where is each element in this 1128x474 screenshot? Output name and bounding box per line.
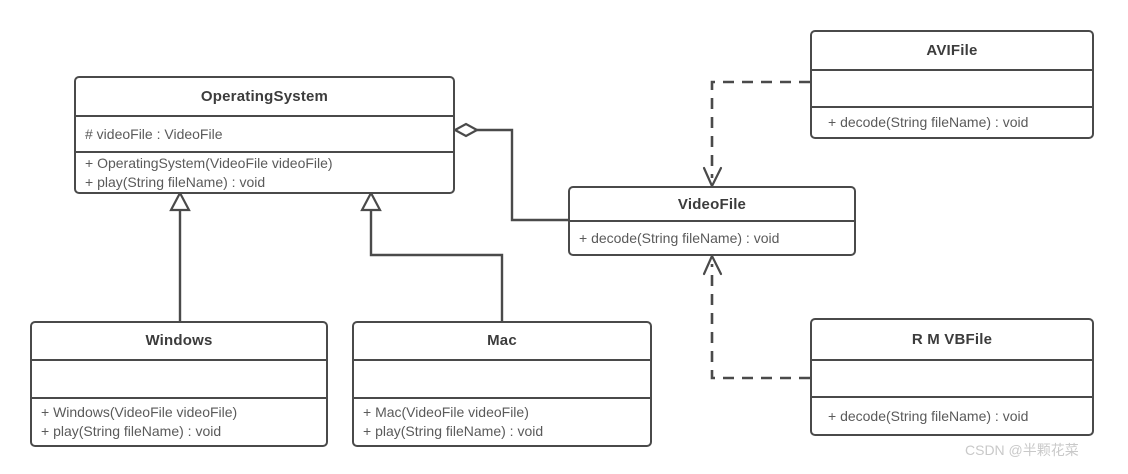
class-name-compartment: AVIFile	[812, 32, 1092, 69]
method-row: + decode(String fileName) : void	[828, 407, 1029, 424]
method-row: + Mac(VideoFile videoFile)	[363, 403, 529, 420]
connector-windows-extends-os	[169, 190, 191, 321]
class-name-compartment: Mac	[354, 323, 650, 359]
method-row: + play(String fileName) : void	[85, 173, 266, 190]
class-name-compartment: Windows	[32, 323, 326, 359]
class-attributes-compartment	[32, 358, 326, 397]
csdn-watermark: CSDN @半颗花菜	[965, 442, 1079, 458]
class-box-operating-system[interactable]: OperatingSystem # videoFile : VideoFile …	[74, 76, 455, 194]
method-row: + decode(String fileName) : void	[579, 229, 780, 246]
class-title: OperatingSystem	[200, 87, 329, 105]
class-attributes-compartment	[354, 358, 650, 397]
class-title: Mac	[487, 332, 517, 350]
class-methods-compartment: + Windows(VideoFile videoFile) + play(St…	[32, 396, 326, 445]
connector-rmvbfile-implements-videofile	[702, 254, 810, 380]
class-methods-compartment: + OperatingSystem(VideoFile videoFile) +…	[76, 151, 453, 192]
class-title: AVIFile	[926, 41, 978, 59]
connector-os-aggregates-videofile	[452, 122, 568, 222]
class-box-video-file[interactable]: VideoFile + decode(String fileName) : vo…	[568, 186, 856, 256]
class-methods-compartment: + decode(String fileName) : void	[812, 396, 1092, 434]
class-title: R M VBFile	[911, 330, 993, 348]
connector-avifile-implements-videofile	[702, 80, 810, 188]
method-row: + play(String fileName) : void	[41, 422, 222, 439]
method-row: + play(String fileName) : void	[363, 422, 544, 439]
class-methods-compartment: + decode(String fileName) : void	[812, 106, 1092, 137]
class-methods-compartment: + decode(String fileName) : void	[570, 220, 854, 254]
connector-mac-extends-os	[360, 190, 504, 321]
open-arrow-marker	[702, 166, 723, 188]
class-title: Windows	[145, 332, 213, 350]
method-row: + decode(String fileName) : void	[828, 114, 1029, 131]
class-name-compartment: R M VBFile	[812, 320, 1092, 359]
method-row: + OperatingSystem(VideoFile videoFile)	[85, 154, 333, 171]
class-attributes-compartment: # videoFile : VideoFile	[76, 114, 453, 152]
class-box-rmvb-file[interactable]: R M VBFile + decode(String fileName) : v…	[810, 318, 1094, 436]
hollow-triangle-marker	[169, 190, 191, 212]
hollow-diamond-marker	[452, 122, 480, 138]
attribute-row: # videoFile : VideoFile	[85, 125, 223, 142]
class-name-compartment: VideoFile	[570, 188, 854, 220]
class-box-windows[interactable]: Windows + Windows(VideoFile videoFile) +…	[30, 321, 328, 447]
method-row: + Windows(VideoFile videoFile)	[41, 403, 238, 420]
class-title: VideoFile	[677, 195, 747, 213]
class-methods-compartment: + Mac(VideoFile videoFile) + play(String…	[354, 396, 650, 445]
hollow-triangle-marker	[360, 190, 382, 212]
class-name-compartment: OperatingSystem	[76, 78, 453, 115]
open-arrow-marker	[702, 254, 723, 276]
class-attributes-compartment	[812, 358, 1092, 397]
class-attributes-compartment	[812, 68, 1092, 107]
class-box-mac[interactable]: Mac + Mac(VideoFile videoFile) + play(St…	[352, 321, 652, 447]
class-box-avi-file[interactable]: AVIFile + decode(String fileName) : void	[810, 30, 1094, 139]
